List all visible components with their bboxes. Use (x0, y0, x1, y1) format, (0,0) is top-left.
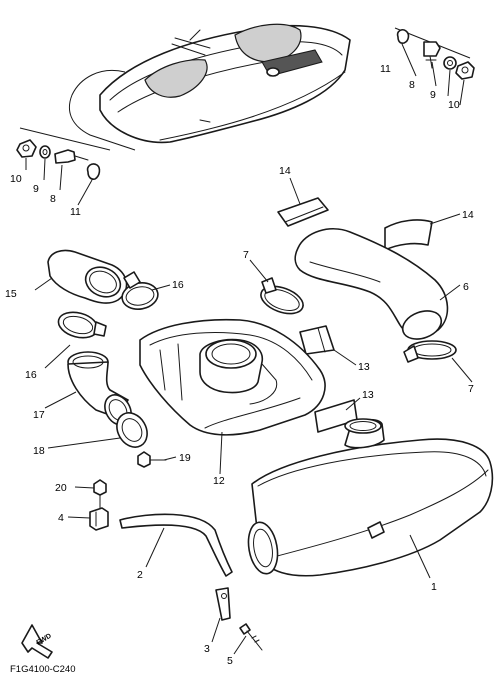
callout-4: 4 (58, 512, 64, 524)
bracket-3 (215, 587, 231, 621)
figure-code: F1G4100-C240 (10, 664, 75, 675)
left-fastener-set (16, 139, 101, 180)
fwd-arrow: FWD (21, 624, 53, 659)
gasket-18 (116, 412, 148, 448)
band-2 (119, 513, 233, 577)
hose-6-end (401, 310, 443, 340)
clamp-7-upper (260, 277, 304, 315)
callout-9-right: 9 (430, 89, 436, 101)
callout-16-upper: 16 (172, 279, 184, 291)
right-fastener-set (396, 29, 475, 80)
watercraft-illustration (68, 23, 351, 151)
nut-10-right (455, 61, 475, 80)
grommet-11-left (86, 163, 101, 180)
bolt-8-right (423, 41, 441, 57)
callout-11-right: 11 (380, 63, 391, 75)
callout-3: 3 (204, 643, 210, 655)
bolt-19 (137, 451, 167, 468)
callout-19: 19 (179, 452, 191, 464)
callout-16-left: 16 (25, 369, 37, 381)
nut-10-left (16, 139, 37, 158)
callout-20: 20 (55, 482, 67, 494)
callout-9-left: 9 (33, 183, 39, 195)
bolt-8-left (54, 149, 76, 164)
callout-15: 15 (5, 288, 17, 300)
callout-17: 17 (33, 409, 45, 421)
callout-1: 1 (431, 581, 437, 593)
callout-8-right: 8 (409, 79, 415, 91)
holder-4 (89, 507, 109, 531)
callout-numbers: 11 8 9 10 10 9 8 11 14 14 7 15 16 6 16 1… (5, 63, 474, 667)
pad-13-upper (299, 325, 335, 355)
washer-9-left (39, 145, 51, 159)
callout-5: 5 (227, 655, 233, 667)
callout-14-upper: 14 (279, 165, 291, 177)
bolt-20 (93, 479, 107, 509)
muffler-1 (247, 418, 494, 577)
joint-17 (67, 351, 132, 426)
callout-14-right: 14 (462, 209, 474, 221)
clamp-16-upper (121, 271, 159, 310)
callout-11-left: 11 (70, 206, 81, 218)
callout-6: 6 (463, 281, 469, 293)
water-lock-12 (139, 318, 326, 436)
hose-15 (47, 249, 128, 304)
pad-14-right (384, 219, 433, 251)
clamp-16-left (57, 311, 107, 339)
left-bracket-line (19, 127, 111, 151)
callout-2: 2 (137, 569, 143, 581)
callout-12: 12 (213, 475, 225, 487)
callout-10-left: 10 (10, 173, 22, 185)
callout-13-upper: 13 (358, 361, 370, 373)
callout-7-lower: 7 (468, 383, 474, 395)
clamp-7-lower (403, 340, 457, 363)
callout-7-upper: 7 (243, 249, 249, 261)
grommet-11-right (396, 29, 410, 44)
callout-10-right: 10 (448, 99, 460, 111)
callout-13-lower: 13 (362, 389, 374, 401)
washer-9-right (443, 56, 457, 70)
pad-14-upper (277, 197, 329, 227)
bolt-5 (239, 623, 263, 651)
callout-8-left: 8 (50, 193, 56, 205)
leader-lines (25, 43, 473, 655)
callout-18: 18 (33, 445, 45, 457)
